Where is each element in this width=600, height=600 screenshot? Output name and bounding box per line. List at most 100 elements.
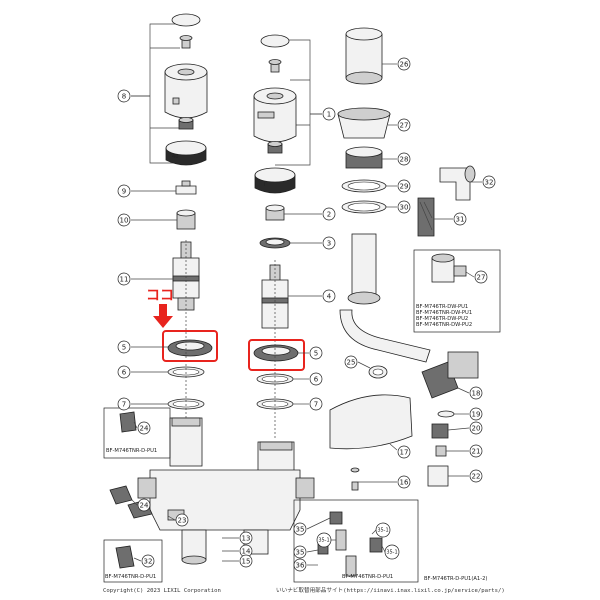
callout-number: 7 xyxy=(314,401,318,409)
callout-bubble xyxy=(316,532,332,548)
callout-bubble xyxy=(293,558,307,572)
callout-leader-line xyxy=(133,421,138,429)
variant-box-left-mid: BF-M746TNR-D-PU1 xyxy=(103,407,171,459)
bottom-right-model: BF-M746TR-D-PU1(A1-2) xyxy=(424,576,487,582)
callout-number: 22 xyxy=(472,473,481,481)
callout-number: 23 xyxy=(178,517,187,525)
callout-c6a: 6 xyxy=(117,365,168,379)
callout-c16: 16 xyxy=(358,475,411,489)
callout-bubble xyxy=(322,207,336,221)
callout-c32: 32 xyxy=(470,175,496,189)
callout-leader-line xyxy=(389,443,398,451)
callout-bubble xyxy=(469,421,483,435)
callout-bubble xyxy=(397,475,411,489)
dial-number-left: 40 xyxy=(172,154,179,160)
callout-bubble xyxy=(397,152,411,166)
callout-c2: 2 xyxy=(284,207,336,221)
left-bottom-box-model: BF-M746TNR-D-PU1 xyxy=(105,574,156,580)
callout-number: 16 xyxy=(400,479,409,487)
callout-bubble xyxy=(322,236,336,250)
callout-leader-line xyxy=(465,271,475,278)
callout-number: 17 xyxy=(400,449,409,457)
callout-number: 7 xyxy=(122,401,126,409)
callout-number: 19 xyxy=(472,411,481,419)
right-box-model-2: BF-M746TNR-DW-PU1 xyxy=(416,310,472,316)
callout-c21: 21 xyxy=(446,444,483,458)
callout-number: 11 xyxy=(120,276,129,284)
right-assembly xyxy=(329,27,479,491)
callout-bubble xyxy=(474,270,488,284)
callout-bubble xyxy=(384,544,400,560)
callout-bubble xyxy=(344,355,358,369)
callout-bubble xyxy=(239,554,253,568)
callout-number: 20 xyxy=(472,425,481,433)
callout-bubble xyxy=(239,531,253,545)
callout-bubble xyxy=(175,513,189,527)
variant-box-left-bottom: BF-M746TNR-D-PU1 xyxy=(103,539,163,583)
callout-number: 21 xyxy=(472,448,481,456)
callout-leader-line xyxy=(131,499,138,506)
callout-bubble xyxy=(117,365,131,379)
callout-bubble xyxy=(469,386,483,400)
callout-c31: 31 xyxy=(434,212,467,226)
callout-number: 1 xyxy=(327,111,331,119)
callout-c35a: 35 xyxy=(293,517,331,536)
right-box-model-1: BF-M746TR-DW-PU1 xyxy=(416,304,468,310)
variant-box-bottom: BF-M746TNR-D-PU1 xyxy=(293,499,419,583)
callout-c5b: 5 xyxy=(298,346,323,360)
callout-leader-line xyxy=(381,545,386,553)
callout-leader-line xyxy=(371,529,377,535)
callout-bubble xyxy=(137,421,151,435)
callout-number: 35 xyxy=(296,526,305,534)
callout-number: 6 xyxy=(122,369,127,377)
callout-number: 4 xyxy=(327,293,332,301)
callout-number: 2 xyxy=(327,211,331,219)
callout-c4: 4 xyxy=(288,289,336,303)
callout-c351a: 35-1 xyxy=(316,532,336,548)
callout-leader-line xyxy=(306,517,331,530)
callout-number: 24 xyxy=(140,425,149,433)
callout-labels: 8910115671234567262728293031322517181920… xyxy=(117,57,496,572)
callout-bubble xyxy=(469,444,483,458)
highlight-arrow-icon xyxy=(153,304,173,328)
callout-number: 32 xyxy=(144,558,153,566)
callout-number: 5 xyxy=(314,350,318,358)
callout-number: 3 xyxy=(327,240,331,248)
callout-number: 35-1 xyxy=(377,528,388,534)
callout-c22: 22 xyxy=(448,469,483,483)
callout-bubble xyxy=(293,545,307,559)
callout-bubble xyxy=(375,522,391,538)
callout-c27a: 27 xyxy=(388,118,411,132)
callout-c11: 11 xyxy=(117,272,173,286)
callout-leader-line xyxy=(447,427,470,431)
callout-leader-line xyxy=(167,515,176,521)
callout-c9: 9 xyxy=(117,184,176,198)
callout-number: 26 xyxy=(400,61,409,69)
callout-number: 27 xyxy=(477,274,486,282)
callout-bubble xyxy=(322,107,336,121)
callout-bubble xyxy=(141,554,155,568)
callout-bubble xyxy=(397,445,411,459)
callout-c17: 17 xyxy=(389,443,411,459)
callout-c10: 10 xyxy=(117,213,177,227)
callout-number: 10 xyxy=(120,217,129,225)
callout-bubble xyxy=(309,346,323,360)
callout-bubble xyxy=(453,212,467,226)
callout-c7b: 7 xyxy=(293,397,323,411)
callout-number: 9 xyxy=(122,188,126,196)
callout-number: 35-1 xyxy=(318,538,329,544)
callout-c1: 1 xyxy=(310,107,336,121)
callout-bubble xyxy=(293,522,307,536)
callout-bubble xyxy=(309,397,323,411)
callout-c5a: 5 xyxy=(117,340,168,354)
callout-bubble xyxy=(397,57,411,71)
callout-c26: 26 xyxy=(382,57,411,71)
callout-leader-line xyxy=(133,557,142,562)
callout-bubble xyxy=(322,289,336,303)
callout-c25: 25 xyxy=(344,355,371,369)
callout-leader-line xyxy=(357,361,371,369)
callout-bubble xyxy=(137,498,151,512)
callout-number: 29 xyxy=(400,183,409,191)
highlight-label: ココ xyxy=(146,288,174,304)
callout-c351c: 35-1 xyxy=(381,544,400,560)
